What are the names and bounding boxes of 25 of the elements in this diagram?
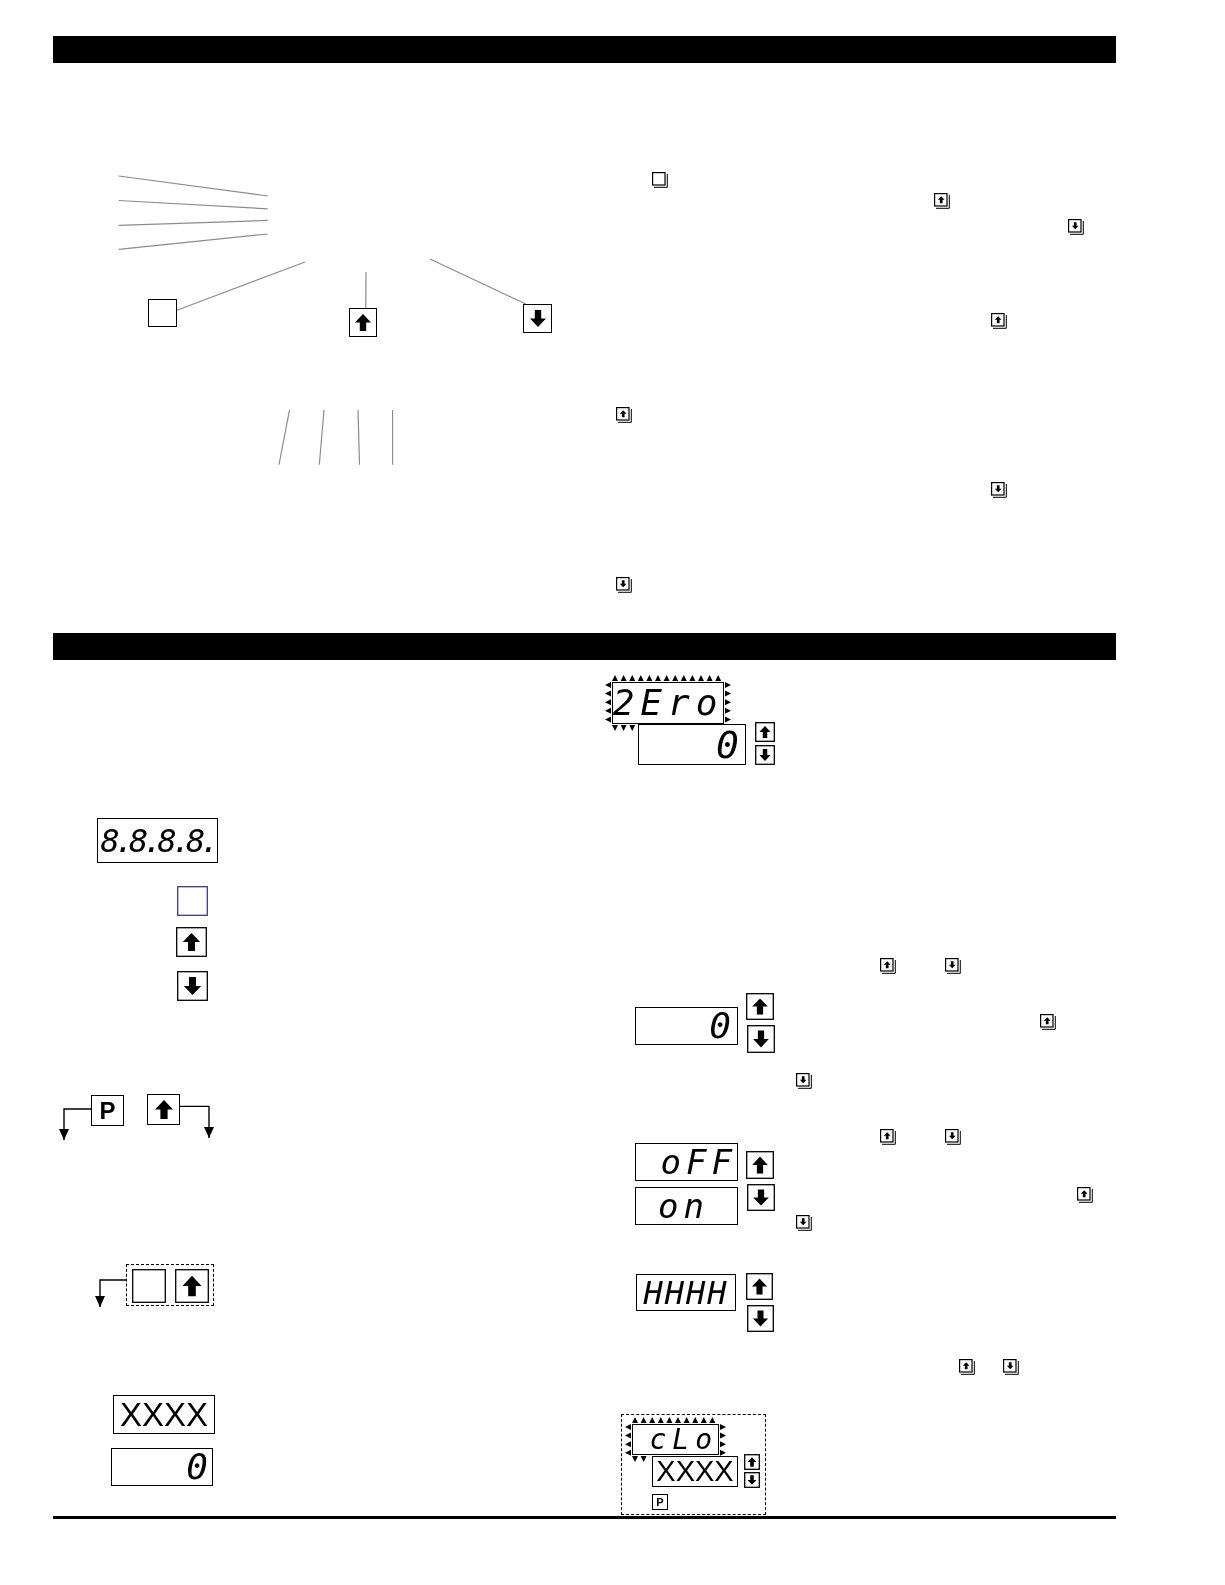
- leader-line: [429, 258, 527, 305]
- dashed-group-outline: [621, 1414, 766, 1515]
- display-readout: HHHH: [636, 1274, 736, 1311]
- key-button: [523, 304, 552, 333]
- display-readout: 0: [111, 1448, 213, 1486]
- leader-line: [365, 271, 367, 309]
- display-readout: 0: [635, 1007, 738, 1045]
- key-button: P: [652, 1494, 668, 1510]
- display-readout: XXXX: [652, 1456, 738, 1487]
- display-readout: cLo: [632, 1424, 719, 1455]
- key-button: [147, 1094, 180, 1125]
- leader-line: [176, 261, 306, 311]
- dashed-group-outline: [126, 1264, 214, 1306]
- bent-arrow: [59, 1108, 92, 1141]
- display-readout: 8.8.8.8.: [97, 818, 218, 863]
- bent-arrow: [179, 1105, 214, 1139]
- display-readout: 0: [638, 724, 746, 765]
- key-button: [349, 308, 377, 337]
- display-readout: oFF: [635, 1143, 738, 1181]
- key-button: [148, 299, 177, 327]
- key-button: P: [91, 1095, 124, 1126]
- display-readout: XXXX: [113, 1395, 215, 1434]
- display-readout: on: [635, 1187, 738, 1225]
- display-readout: 2Ero: [612, 682, 724, 724]
- bent-arrow: [95, 1279, 127, 1308]
